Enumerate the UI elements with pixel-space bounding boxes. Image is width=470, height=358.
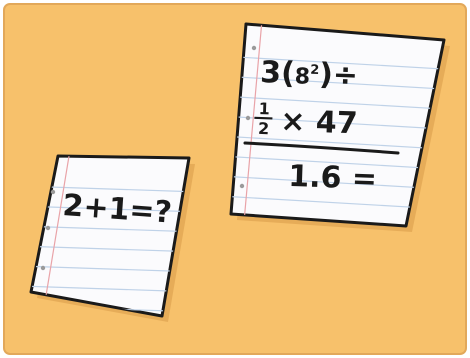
fraction-denominator: 2 [258,119,270,138]
small-note-hole [50,189,56,195]
line1-power-exp: 2 [310,63,320,78]
large-note-line1: 3(82)÷ [260,55,359,93]
large-note-paper [229,22,446,228]
small-note-hole [40,265,46,271]
small-note[interactable]: 2+1=? [20,150,200,322]
large-note-hole [239,183,245,189]
large-note-hole [245,115,251,121]
small-note-hole [45,225,51,231]
fraction-numerator: 1 [258,99,270,118]
small-note-expression: 2+1=? [61,188,173,231]
large-note[interactable]: 3(82)÷ 1 2 × 47 1.6 = [220,20,460,232]
fraction-bar [254,116,273,120]
line1-prefix: 3( [260,55,296,91]
small-note-paper [29,154,191,318]
line1-power-base: 8 [294,64,310,90]
large-note-line2: 1 2 × 47 [254,99,359,142]
line1-suffix: )÷ [319,57,359,93]
large-note-hole [251,45,257,51]
large-note-line3: 1.6 = [288,159,378,197]
division-bar [243,141,400,155]
line2-rest: × 47 [280,104,359,142]
line3-text: 1.6 = [288,159,378,197]
svg-text:3(82)÷: 3(82)÷ [260,55,359,93]
